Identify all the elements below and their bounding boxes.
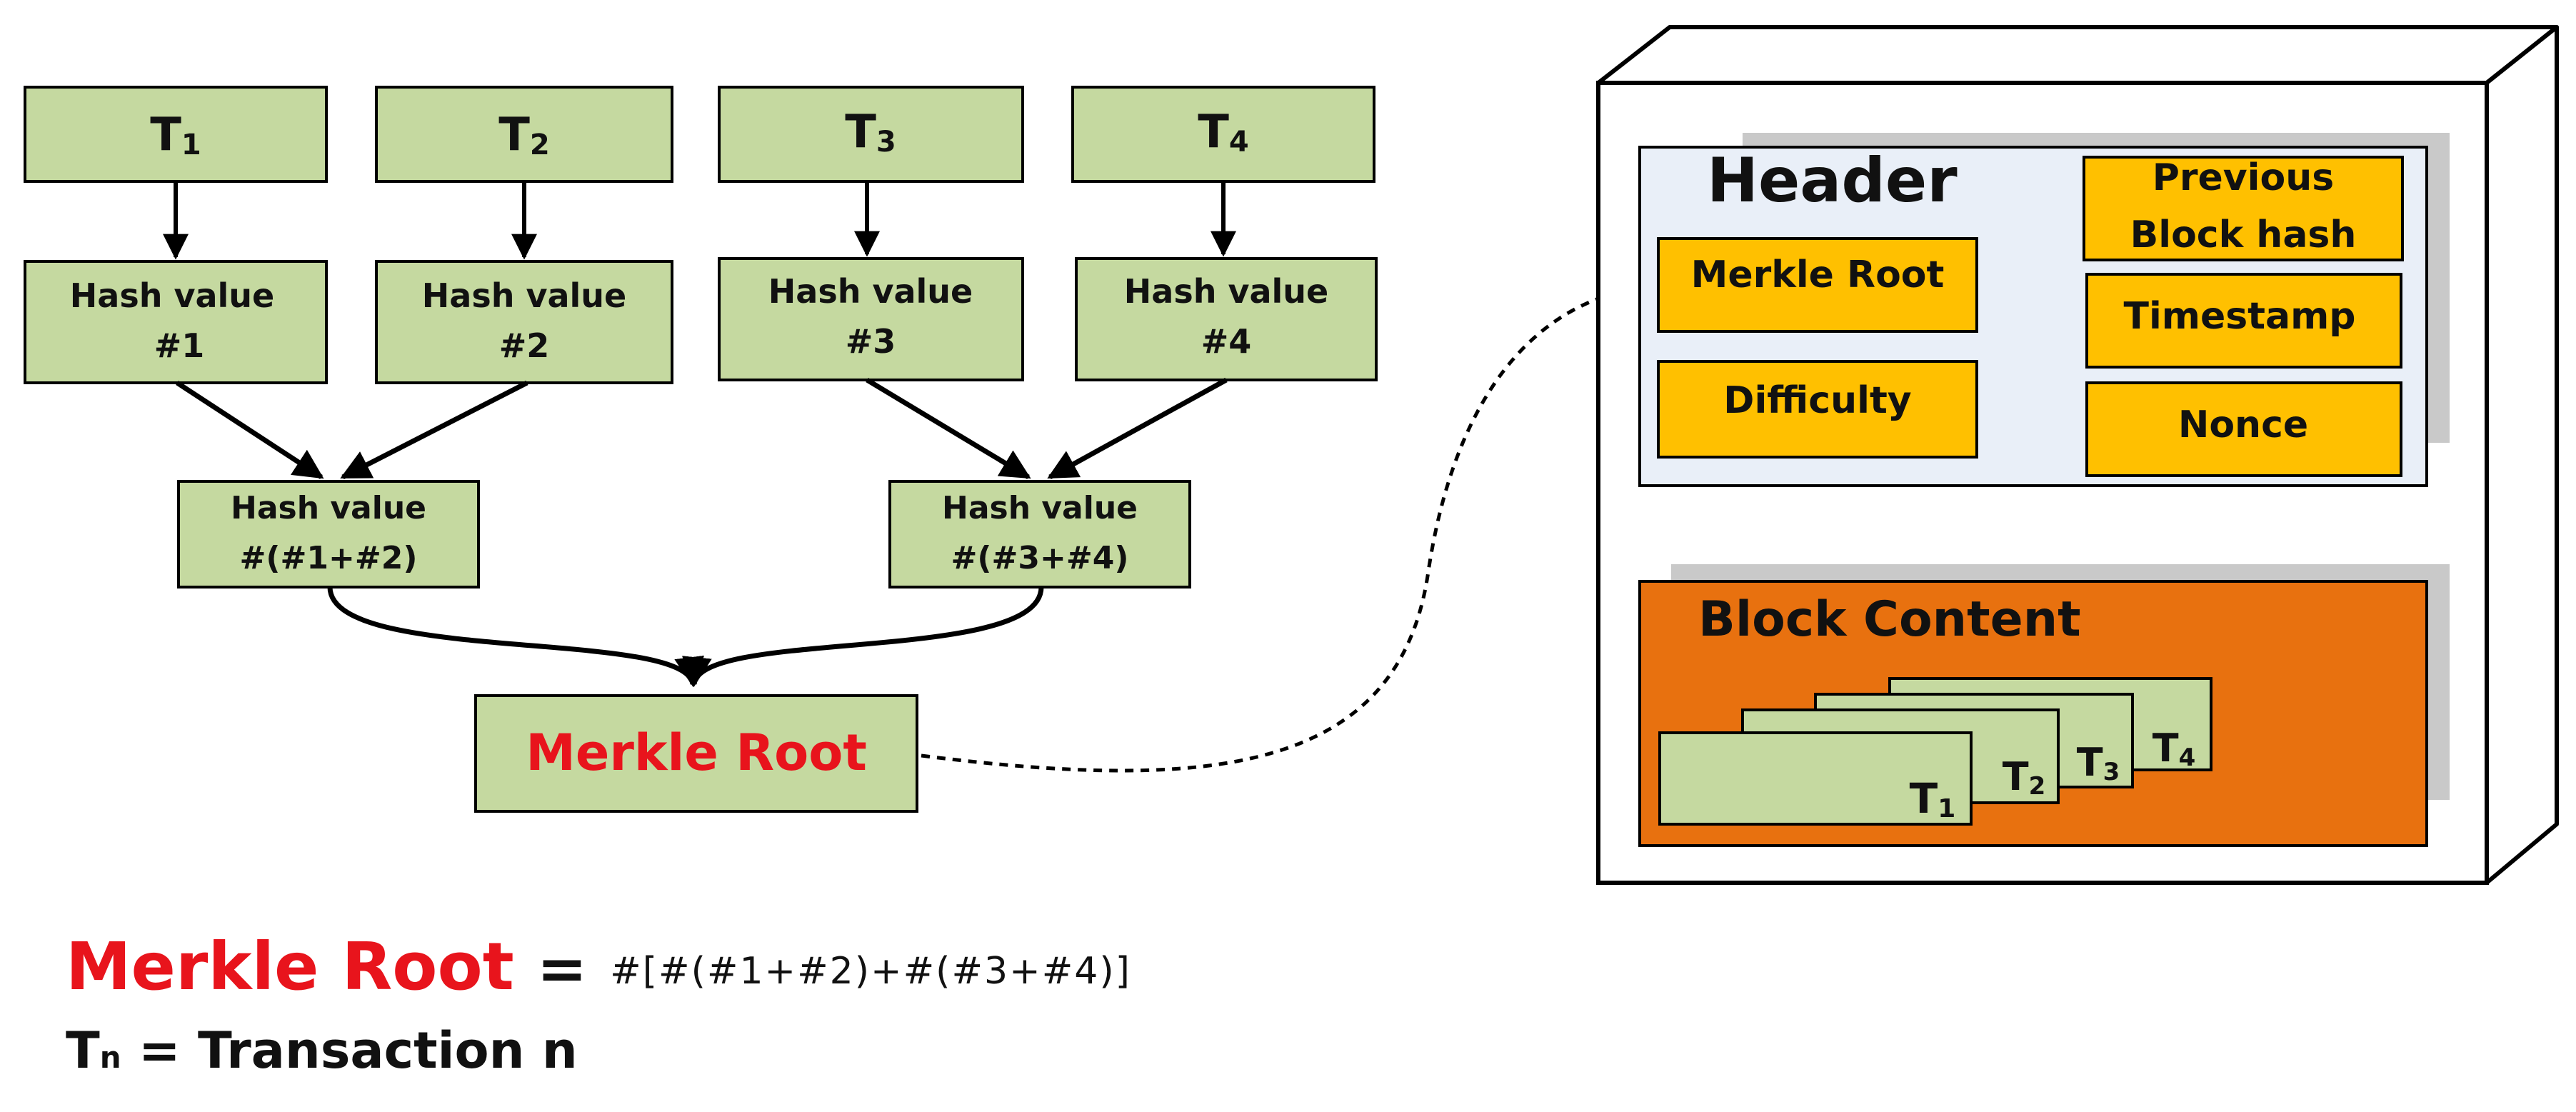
hash-value-row: Hash value #1 Hash value #2 Hash value #… [24,257,1378,384]
transaction-box-1: T1 [24,86,328,183]
transaction-arrows [163,181,1236,260]
dashed-link-to-header [921,278,1656,773]
arrow-hash3-to-pair34 [866,378,1031,479]
hash-value-1-line1: Hash value [70,276,274,315]
hash-value-box-3: Hash value #3 [718,257,1024,381]
card-1-base: T [1910,774,1938,823]
legend-tn-sub: n [99,1040,121,1075]
header-previous-hash-line1: Previous [2152,156,2334,199]
transaction-box-3: T3 [718,86,1024,183]
hash-value-3-line1: Hash value [768,272,973,311]
card-2-base: T [2003,754,2029,799]
card-4-sub: 4 [2179,743,2196,772]
hash-value-arrows [176,377,1228,480]
hash-value-1-line2: #1 [154,326,205,365]
root-connectors [327,586,1044,688]
legend-tn-base: T [66,1021,100,1080]
transaction-2-base: T [498,109,530,161]
transaction-box-4: T4 [1071,86,1375,183]
legend-formula: #[#(#1+#2)+#(#3+#4)] [610,950,1131,993]
card-2-sub: 2 [2029,772,2046,801]
block-top-face [1596,25,2559,85]
hash-value-4-line1: Hash value [1124,272,1328,311]
header-previous-hash-line2: Block hash [2130,214,2357,256]
pair-hash-34-line1: Hash value [942,490,1138,526]
pair-hash-box-12: Hash value #(#1+#2) [177,480,480,588]
header-title: Header [1707,145,1958,216]
legend-root-label: Merkle Root [66,928,514,1005]
header-merkle-root-field: Merkle Root [1657,237,1978,333]
svg-text:T1: T1 [150,109,201,161]
legend-merkle-root-formula: Merkle Root = #[#(#1+#2)+#(#3+#4)] [66,928,1131,1005]
header-timestamp-field: Timestamp [2085,273,2402,369]
transaction-4-base: T [1198,106,1229,159]
hash-value-box-1: Hash value #1 [24,260,328,384]
hash-value-2-line2: #2 [499,326,550,365]
svg-text:T2: T2 [498,109,550,161]
connector-pair34-to-root [682,586,1044,688]
transaction-box-2: T2 [375,86,673,183]
card-1-sub: 1 [1938,794,1955,823]
merkle-root-box: Merkle Root [474,694,918,813]
card-3-sub: 3 [2103,758,2120,786]
transaction-3-sub: 3 [876,126,896,159]
svg-text:T3: T3 [845,106,896,159]
header-previous-hash-field: Previous Block hash [2083,156,2404,261]
arrow-hash1-to-pair12 [176,381,324,479]
transaction-1-base: T [150,109,181,161]
pair-hash-12-line2: #(#1+#2) [240,540,418,576]
header-difficulty-field: Difficulty [1657,360,1978,459]
transaction-4-sub: 4 [1229,126,1249,159]
hash-value-2-line1: Hash value [422,276,626,315]
arrow-hash2-to-pair12 [340,380,528,480]
svg-text:T4: T4 [1198,106,1249,159]
connector-pair12-to-root [327,586,704,688]
transaction-3-base: T [845,106,876,159]
hash-value-4-line2: #4 [1201,322,1252,361]
pair-hash-box-34: Hash value #(#3+#4) [888,480,1191,588]
legend-transaction-definition: Tn = Transaction n [66,1021,578,1080]
legend-tn-text: = Transaction n [139,1021,578,1080]
transaction-card-1: T1 [1658,731,1973,826]
hash-value-3-line2: #3 [846,322,896,361]
header-nonce-label: Nonce [2178,404,2308,446]
merkle-root-label: Merkle Root [526,723,867,782]
transaction-2-sub: 2 [530,129,550,161]
card-4-base: T [2152,726,2179,771]
svg-text:T4: T4 [2152,726,2196,772]
block-content-title: Block Content [1698,591,2081,648]
legend-equals: = [536,933,588,1003]
svg-text:T3: T3 [2077,740,2120,786]
header-difficulty-label: Difficulty [1723,379,1911,422]
pair-hash-34-line2: #(#3+#4) [951,540,1129,576]
arrow-hash4-to-pair34 [1047,377,1228,480]
header-nonce-field: Nonce [2085,381,2402,477]
header-merkle-root-label: Merkle Root [1691,254,1945,296]
block-container: Header Merkle Root Difficulty Previous B… [1596,25,2559,885]
pair-hash-row: Hash value #(#1+#2) Hash value #(#3+#4) [177,480,1191,588]
header-timestamp-label: Timestamp [2123,295,2355,338]
transaction-1-sub: 1 [181,129,201,161]
svg-text:T2: T2 [2003,754,2046,801]
block-side-face [2485,25,2559,885]
transaction-row: T1 T2 T3 T4 [24,86,1375,183]
card-3-base: T [2077,740,2103,785]
svg-text:T1: T1 [1910,774,1956,823]
pair-hash-12-line1: Hash value [231,490,426,526]
block-content-section: Block Content T4 T3 T2 [1638,564,2450,847]
header-section: Header Merkle Root Difficulty Previous B… [1638,133,2450,487]
hash-value-box-4: Hash value #4 [1075,257,1378,381]
hash-value-box-2: Hash value #2 [375,260,673,384]
